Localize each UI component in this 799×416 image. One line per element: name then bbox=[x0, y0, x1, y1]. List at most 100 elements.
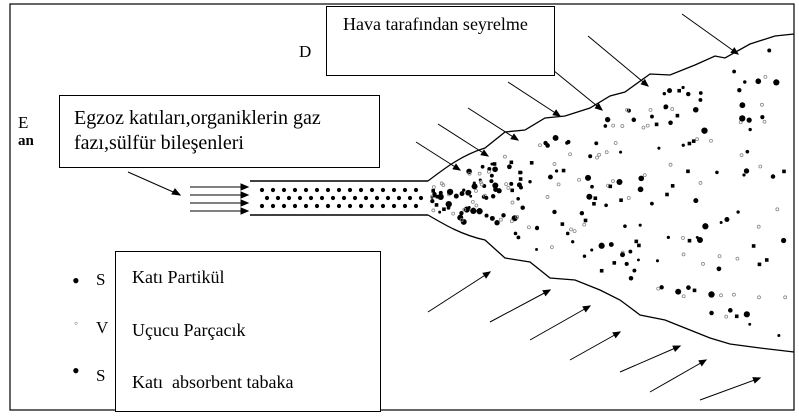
solid-particle bbox=[697, 237, 703, 243]
solid-particle bbox=[414, 188, 418, 192]
exhaust-callout-text: Egzoz katıları,organiklerin gaz fazı,sül… bbox=[74, 107, 321, 154]
solid-particle bbox=[566, 232, 570, 236]
volatile-particle bbox=[452, 212, 455, 215]
volatile-particle bbox=[718, 255, 721, 258]
solid-particle bbox=[517, 182, 522, 187]
solid-particle bbox=[668, 121, 673, 126]
air-arrow-top bbox=[508, 82, 560, 116]
volatile-particle bbox=[682, 236, 685, 239]
volatile-particle bbox=[682, 253, 685, 256]
solid-particle bbox=[386, 196, 390, 200]
volatile-particle bbox=[669, 163, 672, 166]
volatile-particle bbox=[550, 246, 553, 249]
volatile-particle bbox=[760, 103, 763, 106]
solid-particle bbox=[359, 188, 363, 192]
volatile-particle bbox=[757, 225, 760, 228]
solid-particle bbox=[293, 188, 297, 192]
volatile-particle bbox=[474, 189, 477, 192]
solid-particle bbox=[484, 196, 488, 200]
volatile-particle bbox=[646, 124, 649, 127]
solid-particle bbox=[667, 236, 670, 239]
absorbent-particle bbox=[510, 160, 514, 164]
volatile-particle bbox=[569, 228, 572, 231]
plume-lower-boundary bbox=[428, 215, 794, 352]
volatile-particle bbox=[553, 163, 556, 166]
solid-particle bbox=[565, 141, 569, 145]
solid-particle bbox=[715, 171, 719, 175]
absorbent-particle bbox=[637, 244, 641, 248]
legend-bullet-volatile: ◦ bbox=[74, 316, 78, 331]
air-arrow-bottom bbox=[650, 360, 706, 392]
volatile-particle bbox=[614, 141, 617, 144]
volatile-particle bbox=[682, 295, 685, 298]
absorbent-particle bbox=[655, 123, 659, 127]
air-arrow-bottom bbox=[428, 272, 490, 312]
volatile-particle bbox=[725, 315, 728, 318]
solid-particle bbox=[447, 189, 453, 195]
solid-particle bbox=[315, 188, 319, 192]
solid-particle bbox=[459, 211, 463, 215]
solid-particle bbox=[616, 179, 622, 185]
solid-particle bbox=[304, 188, 308, 192]
solid-particle bbox=[481, 165, 485, 169]
exhaust-callout: Egzoz katıları,organiklerin gaz fazı,sül… bbox=[59, 95, 380, 168]
solid-particle bbox=[375, 196, 379, 200]
absorbent-particle bbox=[594, 196, 598, 200]
exhaust-inflow-arrows bbox=[190, 184, 248, 214]
solid-particle bbox=[489, 179, 493, 183]
solid-particle bbox=[708, 291, 714, 297]
solid-particle bbox=[430, 199, 434, 203]
solid-particle bbox=[484, 214, 488, 218]
solid-particle bbox=[728, 308, 733, 313]
solid-particle bbox=[331, 196, 335, 200]
absorbent-particle bbox=[619, 198, 623, 202]
solid-particle bbox=[588, 154, 592, 158]
volatile-particle bbox=[578, 178, 581, 181]
volatile-particle bbox=[784, 296, 787, 299]
solid-particle bbox=[543, 141, 547, 145]
solid-particle bbox=[315, 204, 319, 208]
solid-particle bbox=[492, 166, 498, 172]
legend-box: Katı Partikül Uçucu Parçacık Katı absorb… bbox=[115, 251, 381, 412]
volatile-particle bbox=[649, 108, 652, 111]
solid-particle bbox=[720, 221, 723, 224]
solid-particle bbox=[326, 188, 330, 192]
volatile-particle bbox=[736, 257, 739, 260]
volatile-particle bbox=[702, 262, 705, 265]
volatile-particle bbox=[642, 126, 645, 129]
air-arrow-top bbox=[682, 14, 738, 54]
solid-particle bbox=[516, 197, 520, 201]
solid-particle bbox=[381, 188, 385, 192]
volatile-particle bbox=[621, 125, 624, 128]
air-arrow-bottom bbox=[700, 378, 760, 400]
air-arrow-bottom bbox=[530, 306, 590, 340]
solid-particle bbox=[732, 70, 736, 74]
volatile-particle bbox=[699, 181, 702, 184]
volatile-particle bbox=[740, 154, 743, 157]
volatile-particle bbox=[505, 183, 508, 186]
solid-particle bbox=[748, 128, 751, 131]
solid-particle bbox=[476, 208, 482, 214]
volatile-particle bbox=[510, 220, 513, 223]
absorbent-particle bbox=[782, 170, 786, 174]
absorbent-particle bbox=[676, 114, 680, 118]
volatile-particle bbox=[657, 287, 660, 290]
solid-particle bbox=[348, 204, 352, 208]
solid-particle bbox=[403, 188, 407, 192]
volatile-particle bbox=[598, 153, 601, 156]
solid-particle bbox=[580, 211, 584, 215]
solid-particle bbox=[490, 163, 493, 166]
volatile-particle bbox=[612, 124, 615, 127]
solid-particle bbox=[342, 196, 346, 200]
absorbent-particle bbox=[677, 89, 681, 93]
solid-particle bbox=[571, 240, 574, 243]
hidden-fragment-s1: S bbox=[96, 270, 105, 290]
solid-particle bbox=[632, 118, 637, 123]
dilution-callout: Hava tarafından seyrelme bbox=[326, 6, 555, 76]
solid-particle bbox=[747, 117, 752, 122]
solid-particle bbox=[777, 334, 780, 337]
absorbent-particle bbox=[688, 239, 692, 243]
solid-particle bbox=[736, 210, 739, 213]
solid-particle bbox=[623, 224, 627, 228]
